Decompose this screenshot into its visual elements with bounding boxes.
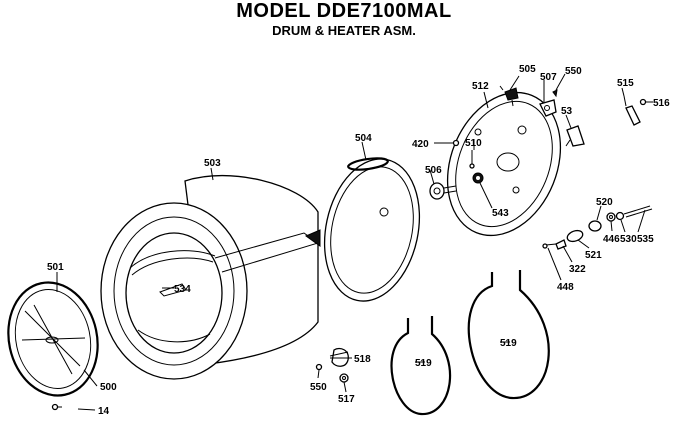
- label-505: 505: [519, 64, 536, 75]
- label-518: 518: [354, 354, 371, 365]
- assembly-subtitle: DRUM & HEATER ASM.: [272, 23, 416, 38]
- label-420: 420: [412, 139, 429, 150]
- label-507: 507: [540, 72, 557, 83]
- label-14: 14: [98, 406, 110, 417]
- label-535: 535: [637, 234, 654, 245]
- fuse-515: [623, 95, 641, 126]
- label-519-large: 519: [500, 338, 517, 349]
- screw-448: [542, 243, 557, 249]
- thermostat-505: [499, 85, 519, 107]
- sensor-521: [566, 229, 584, 243]
- part-labels: 501 500 14 503 534 504 506 420 510 512 5…: [47, 64, 670, 417]
- label-53: 53: [561, 106, 573, 117]
- label-500: 500: [100, 382, 117, 393]
- label-515: 515: [617, 78, 634, 89]
- label-504: 504: [355, 133, 372, 144]
- heater-housing-512: [446, 91, 562, 237]
- shaft-506: [429, 182, 457, 200]
- drum-503: [100, 174, 321, 380]
- bearing-543: [472, 172, 484, 184]
- label-521: 521: [585, 250, 602, 261]
- heater-element-519-small: [390, 316, 452, 416]
- label-512: 512: [472, 81, 489, 92]
- label-446: 446: [603, 234, 620, 245]
- screw-420: [452, 139, 460, 147]
- clip-550-upper: [552, 89, 558, 98]
- connector-530: [615, 211, 625, 221]
- label-550-lower: 550: [310, 382, 327, 393]
- pin-510: [469, 150, 475, 169]
- screw-14: [51, 403, 62, 411]
- door-gasket-501: [7, 281, 99, 397]
- model-title: MODEL DDE7100MAL: [236, 0, 452, 22]
- label-550-upper: 550: [565, 66, 582, 77]
- heater-element-519-large: [467, 270, 550, 400]
- label-506: 506: [425, 165, 442, 176]
- label-448: 448: [557, 282, 574, 293]
- roller-518: [329, 347, 349, 367]
- label-501: 501: [47, 262, 64, 273]
- wire-535: [623, 205, 653, 218]
- clip-550-lower: [315, 363, 323, 371]
- nut-516: [639, 98, 647, 106]
- label-517: 517: [338, 394, 355, 405]
- washer-446: [606, 212, 616, 222]
- leader-lines: [56, 73, 653, 411]
- label-510: 510: [465, 138, 482, 149]
- thermostat-520: [588, 220, 602, 232]
- label-503: 503: [204, 158, 221, 169]
- bracket-507: [539, 99, 557, 117]
- label-520: 520: [596, 197, 613, 208]
- label-519-small: 519: [415, 358, 432, 369]
- label-322: 322: [569, 264, 586, 275]
- label-543: 543: [492, 208, 509, 219]
- label-534: 534: [174, 284, 191, 295]
- label-516: 516: [653, 98, 670, 109]
- washer-517: [339, 373, 349, 383]
- label-530: 530: [620, 234, 637, 245]
- rear-disc-504: [323, 157, 421, 302]
- bracket-53: [565, 125, 585, 147]
